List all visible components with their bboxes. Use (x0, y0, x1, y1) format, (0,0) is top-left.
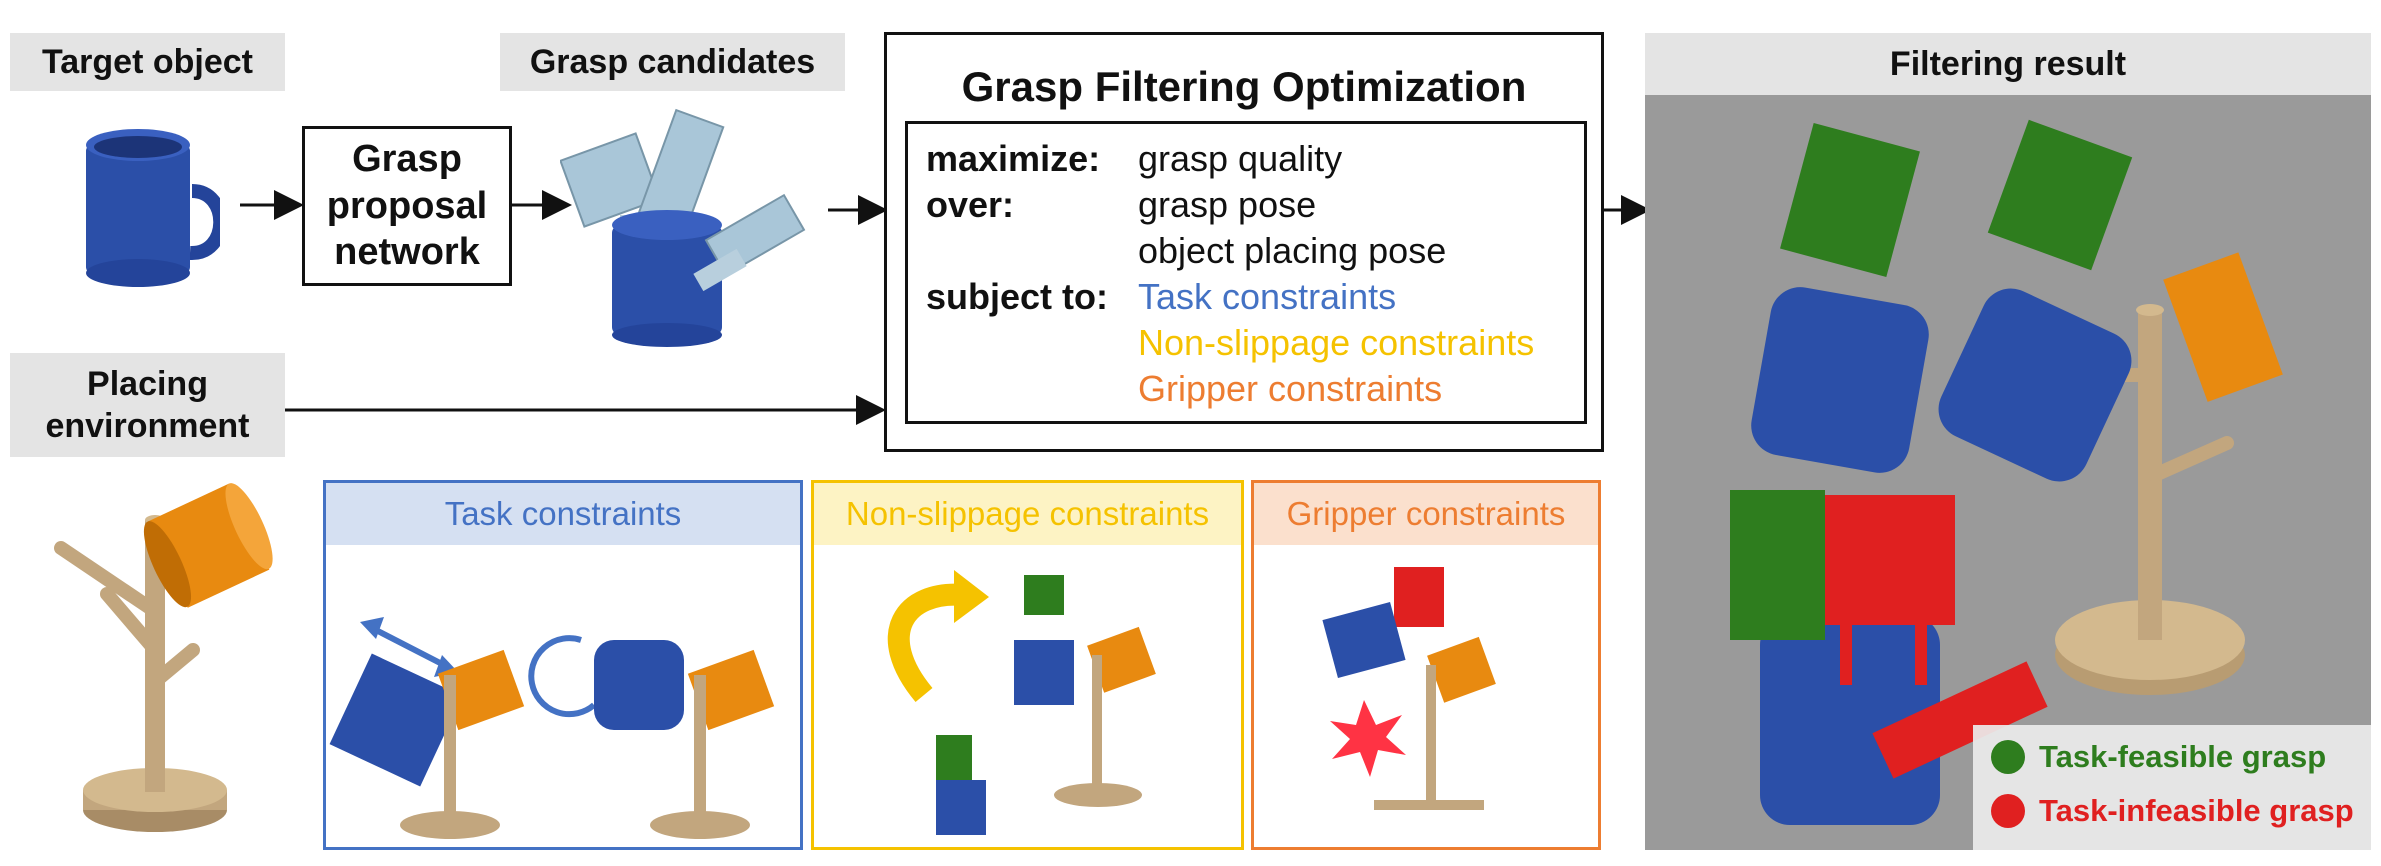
orange-cup-icon (143, 483, 273, 608)
filtering-result-scene: Task-feasible grasp Task-infeasible gras… (1645, 95, 2371, 850)
arrow-icon (887, 570, 989, 703)
legend-item-feasible: Task-feasible grasp (1991, 739, 2326, 775)
task-constraints-panel: Task constraints (323, 480, 803, 850)
gripper-icon (693, 193, 806, 292)
over-value-grasp-pose: grasp pose (1138, 184, 1317, 225)
non-slippage-constraints-panel-title: Non-slippage constraints (814, 483, 1241, 545)
task-constraints-text: Task constraints (1138, 276, 1397, 317)
task-constraints-panel-title: Task constraints (326, 483, 800, 545)
gripper-icon (1780, 122, 1920, 278)
gripper-icon (1825, 495, 1955, 685)
task-constraints-illustration (329, 617, 775, 839)
over-keyword: over: (926, 184, 1015, 225)
rotation-arrow-icon (528, 635, 596, 718)
filtering-result-label: Filtering result (1645, 33, 2371, 95)
gripper-icon (1987, 119, 2133, 271)
gripper-icon (1872, 661, 2048, 779)
grasp-filtering-optimization-box: Grasp Filtering Optimization maximize: g… (884, 32, 1604, 452)
subject-to-keyword: subject to: (926, 276, 1109, 317)
gripper-constraints-panel-title: Gripper constraints (1254, 483, 1598, 545)
green-dot-icon (1991, 740, 2025, 774)
gripper-constraints-panel: Gripper constraints (1251, 480, 1601, 850)
non-slippage-constraints-panel: Non-slippage constraints (811, 480, 1244, 850)
maximize-value: grasp quality (1138, 138, 1343, 179)
gripper-icon (1730, 490, 1825, 640)
non-slippage-constraints-text: Non-slippage constraints (1138, 322, 1535, 363)
grasp-candidates-label: Grasp candidates (500, 33, 845, 91)
optimization-formulation: maximize: grasp quality over: grasp pose… (905, 121, 1587, 424)
over-value-placing-pose: object placing pose (1138, 230, 1447, 271)
grasp-candidates-image (560, 108, 806, 347)
legend-item-infeasible: Task-infeasible grasp (1991, 793, 2354, 829)
orange-cup-icon (2163, 252, 2283, 402)
red-dot-icon (1991, 794, 2025, 828)
filtering-result-image (1730, 119, 2283, 825)
gripper-constraints-illustration (1322, 567, 1496, 810)
gripper-constraints-text: Gripper constraints (1138, 368, 1443, 409)
placing-environment-label: Placing environment (10, 353, 285, 457)
legend: Task-feasible grasp Task-infeasible gras… (1973, 725, 2371, 850)
blue-mug-icon (86, 129, 220, 287)
maximize-keyword: maximize: (926, 138, 1101, 179)
target-object-label: Target object (10, 33, 285, 91)
collision-icon (1330, 700, 1406, 777)
optimization-title: Grasp Filtering Optimization (961, 63, 1527, 110)
grasp-proposal-network-box: Grasp proposal network (302, 126, 512, 286)
non-slippage-constraints-illustration (887, 570, 1156, 835)
legend-feasible-label: Task-feasible grasp (2039, 739, 2327, 774)
mug-tree-icon (54, 483, 273, 832)
legend-infeasible-label: Task-infeasible grasp (2039, 793, 2354, 828)
